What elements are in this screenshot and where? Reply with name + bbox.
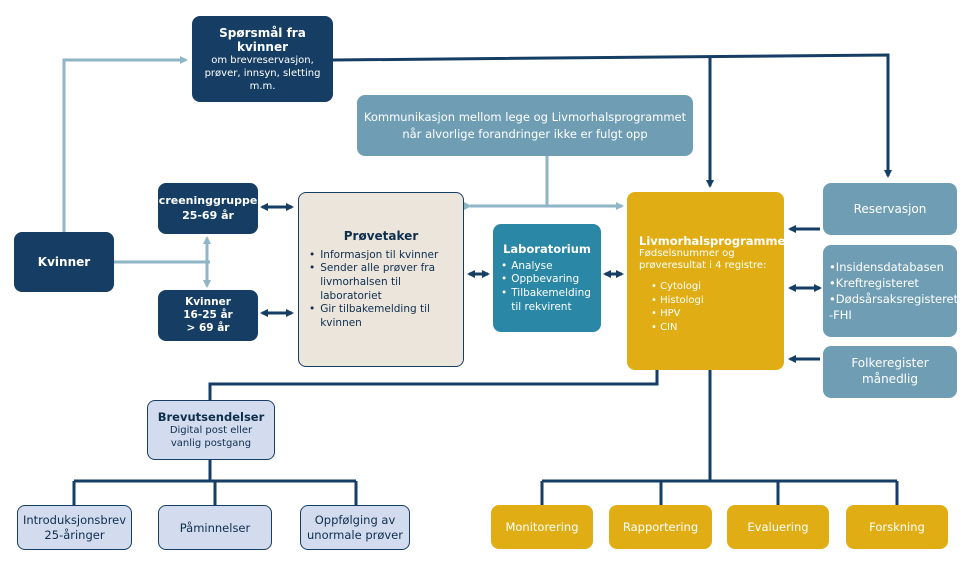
sample-taker-title: Prøvetaker xyxy=(343,228,419,243)
output-research: Forskning xyxy=(846,505,948,549)
women-outside-line: 16-25 år xyxy=(183,308,233,321)
screening-group-line: Screeninggruppen xyxy=(150,193,266,207)
registry-item: •Dødsårsaksregisteret -FHI xyxy=(829,292,959,323)
program-box: Livmorhalsprogrammet Fødselsnummer og pr… xyxy=(627,192,791,370)
output-label: Monitorering xyxy=(505,520,579,534)
screening-group-box: Screeninggruppen 25-69 år xyxy=(151,183,265,234)
output-label: Forskning xyxy=(869,520,925,534)
sample-taker-list: •Informasjon til kvinner •Sender alle pr… xyxy=(309,249,453,331)
questions-line: om brevreservasjon, xyxy=(211,54,314,66)
mailings-body: Digital post eller vanlig postgang xyxy=(170,424,252,450)
communication-box: Kommunikasjon mellom lege og Livmorhalsp… xyxy=(357,95,693,156)
registry-item: •Kreftregisteret xyxy=(829,275,919,290)
letter-box-reminders: Påminnelser xyxy=(158,505,272,550)
letter-line: Introduksjonsbrev xyxy=(22,513,127,528)
women-box: Kvinner xyxy=(14,232,114,292)
population-registry-line: månedlig xyxy=(862,372,918,386)
population-registry-box: Folkeregister månedlig xyxy=(823,346,957,398)
women-outside-box: Kvinner 16-25 år > 69 år xyxy=(158,290,258,341)
laboratory-item: •Tilbakemelding til rekvirent xyxy=(501,287,591,313)
line-women-to-screening xyxy=(114,236,211,264)
population-registry-line: Folkeregister xyxy=(851,356,929,371)
women-outside-line: > 69 år xyxy=(186,322,230,335)
letter-line: Oppfølging av xyxy=(314,513,396,528)
mailings-line: Digital post eller xyxy=(169,425,253,437)
questions-title: Spørsmål fra kvinner xyxy=(219,25,306,54)
reservation-label: Reservasjon xyxy=(853,202,927,216)
letter-box-followup: Oppfølging av unormale prøver xyxy=(300,505,410,550)
questions-line: prøver, innsyn, sletting xyxy=(204,67,321,79)
program-title: Livmorhalsprogrammet xyxy=(639,234,791,248)
program-subtitle: Fødselsnummer og prøveresultat i 4 regis… xyxy=(639,248,767,271)
output-label: Rapportering xyxy=(622,520,699,534)
laboratory-list: •Analyse •Oppbevaring •Tilbakemelding ti… xyxy=(501,260,593,315)
mailings-line: vanlig postgang xyxy=(170,438,252,450)
laboratory-item: •Analyse xyxy=(501,259,553,272)
women-outside-line: Kvinner xyxy=(185,295,231,308)
laboratory-title: Laboratorium xyxy=(503,241,591,256)
output-evaluation: Evaluering xyxy=(727,505,829,549)
program-item: • HPV xyxy=(651,308,681,319)
output-label: Evaluering xyxy=(747,520,809,534)
output-reporting: Rapportering xyxy=(609,505,712,549)
questions-line: m.m. xyxy=(249,80,276,92)
output-monitoring: Monitorering xyxy=(491,505,593,549)
mailings-title: Brevutsendelser xyxy=(157,409,265,424)
line-women-to-questions xyxy=(62,56,188,232)
letter-box-introduction: Introduksjonsbrev 25-åringer xyxy=(17,505,132,550)
registry-item: •Insidensdatabasen xyxy=(829,259,944,274)
sample-taker-item: •Informasjon til kvinner xyxy=(309,248,439,261)
reservation-box: Reservasjon xyxy=(823,183,957,235)
program-item: • Histologi xyxy=(651,294,704,306)
letter-line: unormale prøver xyxy=(307,527,403,542)
mailings-box: Brevutsendelser Digital post eller vanli… xyxy=(147,400,275,460)
laboratory-item: •Oppbevaring xyxy=(501,273,580,286)
program-list: • Cytologi • Histologi • HPV • CIN xyxy=(639,280,704,334)
questions-body: om brevreservasjon, prøver, innsyn, slet… xyxy=(205,54,321,93)
line-questions-to-program xyxy=(332,53,892,178)
screening-group-line: 25-69 år xyxy=(182,208,234,222)
communication-line: Kommunikasjon mellom lege og Livmorhalsp… xyxy=(363,110,687,125)
sample-taker-item: •Sender alle prøver fra livmorhalsen til… xyxy=(309,262,436,302)
laboratory-box: Laboratorium •Analyse •Oppbevaring •Tilb… xyxy=(493,224,601,332)
sample-taker-item: •Gir tilbakemelding til kvinnen xyxy=(309,303,430,329)
women-label: Kvinner xyxy=(37,255,91,269)
registries-box: •Insidensdatabasen •Kreftregisteret •Død… xyxy=(823,245,959,337)
line-program-to-mailings xyxy=(208,370,659,400)
letter-line: 25-åringer xyxy=(44,527,105,542)
letter-line: Påminnelser xyxy=(179,520,251,535)
sample-taker-box: Prøvetaker •Informasjon til kvinner •Sen… xyxy=(298,192,464,367)
questions-box: Spørsmål fra kvinner om brevreservasjon,… xyxy=(192,16,333,102)
communication-line: når alvorlige forandringer ikke er fulgt… xyxy=(402,126,648,141)
program-item: • CIN xyxy=(651,321,678,333)
program-item: • Cytologi xyxy=(651,281,702,292)
